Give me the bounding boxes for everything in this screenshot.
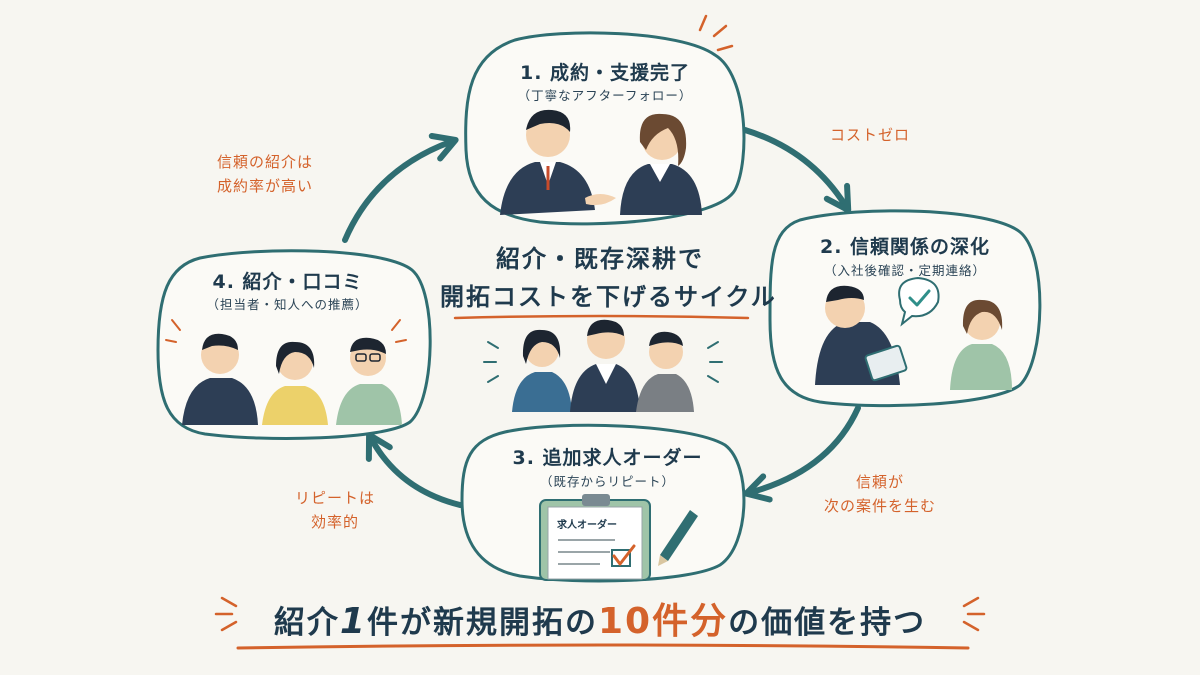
node-4-subtitle: （担当者・知人への推薦） (206, 297, 369, 312)
center-title-line-2: 開拓コストを下げるサイクル (440, 283, 777, 311)
bottom-emphasis-marks (214, 596, 986, 632)
bottom-number-1: 1 (339, 601, 367, 642)
arrow-4-to-1 (342, 133, 459, 243)
bottom-part-1: 紹介 (273, 605, 340, 641)
note-cost-zero: コストゼロ (829, 126, 910, 144)
node-2-title: 2. 信頼関係の深化 (819, 236, 991, 258)
attention-marks-node-1 (698, 14, 734, 52)
center-title: 紹介・既存深耕で 開拓コストを下げるサイクル (440, 240, 777, 316)
note-repeat-efficient: リピートは 効率的 (270, 486, 400, 534)
bottom-message-underline (236, 643, 970, 650)
note-repeat-line-1: リピートは (294, 489, 375, 507)
arrow-2-to-3 (743, 405, 861, 503)
note-trust-line-1: 信頼が (855, 473, 904, 491)
note-referral-high-rate: 信頼の紹介は 成約率が高い (195, 150, 335, 198)
note-trust-next-case: 信頼が 次の案件を生む (805, 470, 955, 518)
node-3-subtitle: （既存からリピート） (539, 474, 675, 489)
referral-people-illustration (165, 319, 407, 425)
note-trust-line-2: 次の案件を生む (823, 497, 936, 515)
note-repeat-line-2: 効率的 (310, 513, 359, 531)
node-2-subtitle: （入社後確認・定期連絡） (823, 263, 986, 278)
arrow-3-to-4 (365, 431, 463, 508)
handshake-illustration (500, 109, 702, 215)
center-title-underline (453, 314, 750, 320)
node-1-title: 1. 成約・支援完了 (519, 62, 691, 84)
node-1-subtitle: （丁寧なアフターフォロー） (517, 88, 693, 103)
note-referral-line-2: 成約率が高い (216, 177, 313, 195)
center-title-line-1: 紹介・既存深耕で (496, 245, 704, 273)
node-3-title: 3. 追加求人オーダー (512, 447, 703, 469)
center-team-illustration (483, 319, 723, 412)
bottom-key-message: 紹介1件が新規開拓の10件分の価値を持つ (240, 592, 960, 644)
bottom-part-2: 件が新規開拓の (366, 605, 598, 641)
arrow-1-to-2 (742, 127, 852, 214)
note-referral-line-1: 信頼の紹介は (216, 153, 313, 171)
node-4-title: 4. 紹介・口コミ (212, 271, 363, 293)
bottom-part-3: の価値を持つ (728, 605, 927, 641)
clipboard-label: 求人オーダー (557, 520, 617, 531)
bottom-number-10: 10件分 (597, 601, 729, 642)
order-clipboard-illustration (539, 494, 698, 581)
consultation-illustration (815, 276, 1012, 390)
